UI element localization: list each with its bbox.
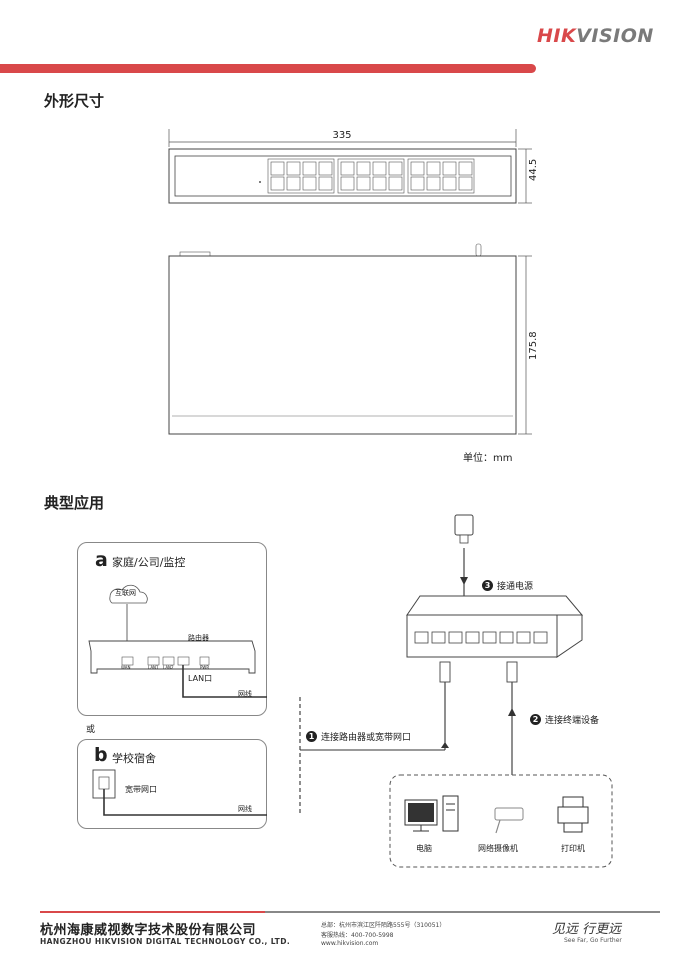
footer-slogan-cn: 见远 行更远 (552, 922, 622, 937)
device-label-pc: 电脑 (416, 844, 432, 853)
rj45-port (442, 161, 457, 176)
section-title-dimensions: 外形尺寸 (44, 92, 105, 110)
rj45-port (302, 161, 317, 176)
depth-label: 175.8 (528, 331, 539, 360)
footer-slogan-en: See Far, Go Further (564, 937, 622, 944)
device-label-printer: 打印机 (561, 844, 585, 853)
step-1: 1 连接路由器或宽带网口 (306, 730, 411, 743)
switch-port (465, 631, 480, 644)
scenario-a-letter: a (95, 549, 108, 571)
router-port-pwr: PWR (200, 665, 210, 670)
router-port-lan1: LAN1 (148, 665, 159, 670)
switch-port (431, 631, 446, 644)
brand-logo-hik: HIK (537, 25, 577, 47)
rj45-port (340, 161, 355, 176)
wall-port-diagram (92, 769, 267, 816)
switch-port (533, 631, 548, 644)
rj45-port (270, 161, 285, 176)
lan-port-label: LAN口 (188, 674, 213, 683)
rj45-port (318, 176, 333, 191)
switch-port (499, 631, 514, 644)
rj45-port (388, 161, 403, 176)
or-label: 或 (86, 725, 96, 735)
rj45-port (340, 176, 355, 191)
scenario-b-label: 学校宿舍 (112, 752, 156, 765)
switch-port (482, 631, 497, 644)
brand-logo: HIKVISION (537, 25, 654, 47)
step-1-label: 连接路由器或宽带网口 (321, 733, 412, 743)
switch-ports (414, 631, 548, 644)
device-label-camera: 网络摄像机 (478, 844, 518, 853)
footer-rule-red (40, 911, 265, 913)
step-2-number: 2 (530, 714, 541, 725)
footer-address: 总部：杭州市滨江区阡陌路555号（310051） (321, 922, 446, 929)
router-port-wan: WAN (121, 665, 131, 670)
rj45-port (388, 176, 403, 191)
step-3-number: 3 (482, 580, 493, 591)
rj45-port (458, 161, 473, 176)
footer-company-cn: 杭州海康威视数字技术股份有限公司 (40, 923, 257, 938)
rj45-port (410, 176, 425, 191)
scenario-b-letter: b (94, 744, 108, 766)
step-2: 2 连接终端设备 (530, 713, 599, 726)
scenario-a-box (77, 542, 267, 716)
step-3-label: 接通电源 (497, 582, 534, 592)
rj45-port (442, 176, 457, 191)
switch-port (448, 631, 463, 644)
rj45-port (356, 161, 371, 176)
rj45-port (302, 176, 317, 191)
rj45-port (372, 161, 387, 176)
switch-port (414, 631, 429, 644)
rj45-port (410, 161, 425, 176)
rj45-port (318, 161, 333, 176)
scenario-a-label: 家庭/公司/监控 (112, 556, 186, 569)
rj45-port (458, 176, 473, 191)
rj45-port (426, 176, 441, 191)
rj45-port (356, 176, 371, 191)
switch-port (516, 631, 531, 644)
rj45-port (286, 161, 301, 176)
cable-label-b: 网线 (238, 805, 252, 813)
step-1-number: 1 (306, 731, 317, 742)
rj45-port (286, 176, 301, 191)
rj45-port (426, 161, 441, 176)
step-3: 3 接通电源 (482, 579, 533, 592)
brand-logo-vision: VISION (576, 25, 654, 47)
port-groups (267, 158, 475, 194)
section-title-application: 典型应用 (44, 494, 105, 512)
router-diagram (88, 584, 267, 698)
cable-label-a: 网线 (238, 690, 252, 698)
footer-hotline: 客服热线：400-700-5998 (321, 932, 394, 939)
header-accent-bar (0, 64, 536, 73)
footer-company-en: HANGZHOU HIKVISION DIGITAL TECHNOLOGY CO… (40, 937, 291, 946)
broadband-port-label: 宽带网口 (125, 785, 157, 794)
rj45-port (372, 176, 387, 191)
router-port-lan2: LAN2 (163, 665, 174, 670)
footer-rule-grey (265, 911, 660, 913)
height-label: 44.5 (528, 159, 539, 181)
width-label: 335 (332, 130, 351, 141)
step-2-label: 连接终端设备 (545, 716, 600, 726)
internet-label: 互联网 (115, 589, 136, 597)
top-view-drawing: 175.8 (168, 243, 539, 435)
router-label: 路由器 (188, 634, 209, 642)
unit-label: 单位：mm (463, 453, 513, 464)
footer-website: www.hikvision.com (321, 940, 379, 947)
rj45-port (270, 176, 285, 191)
front-view-drawing: 335 44.5 (168, 129, 539, 204)
